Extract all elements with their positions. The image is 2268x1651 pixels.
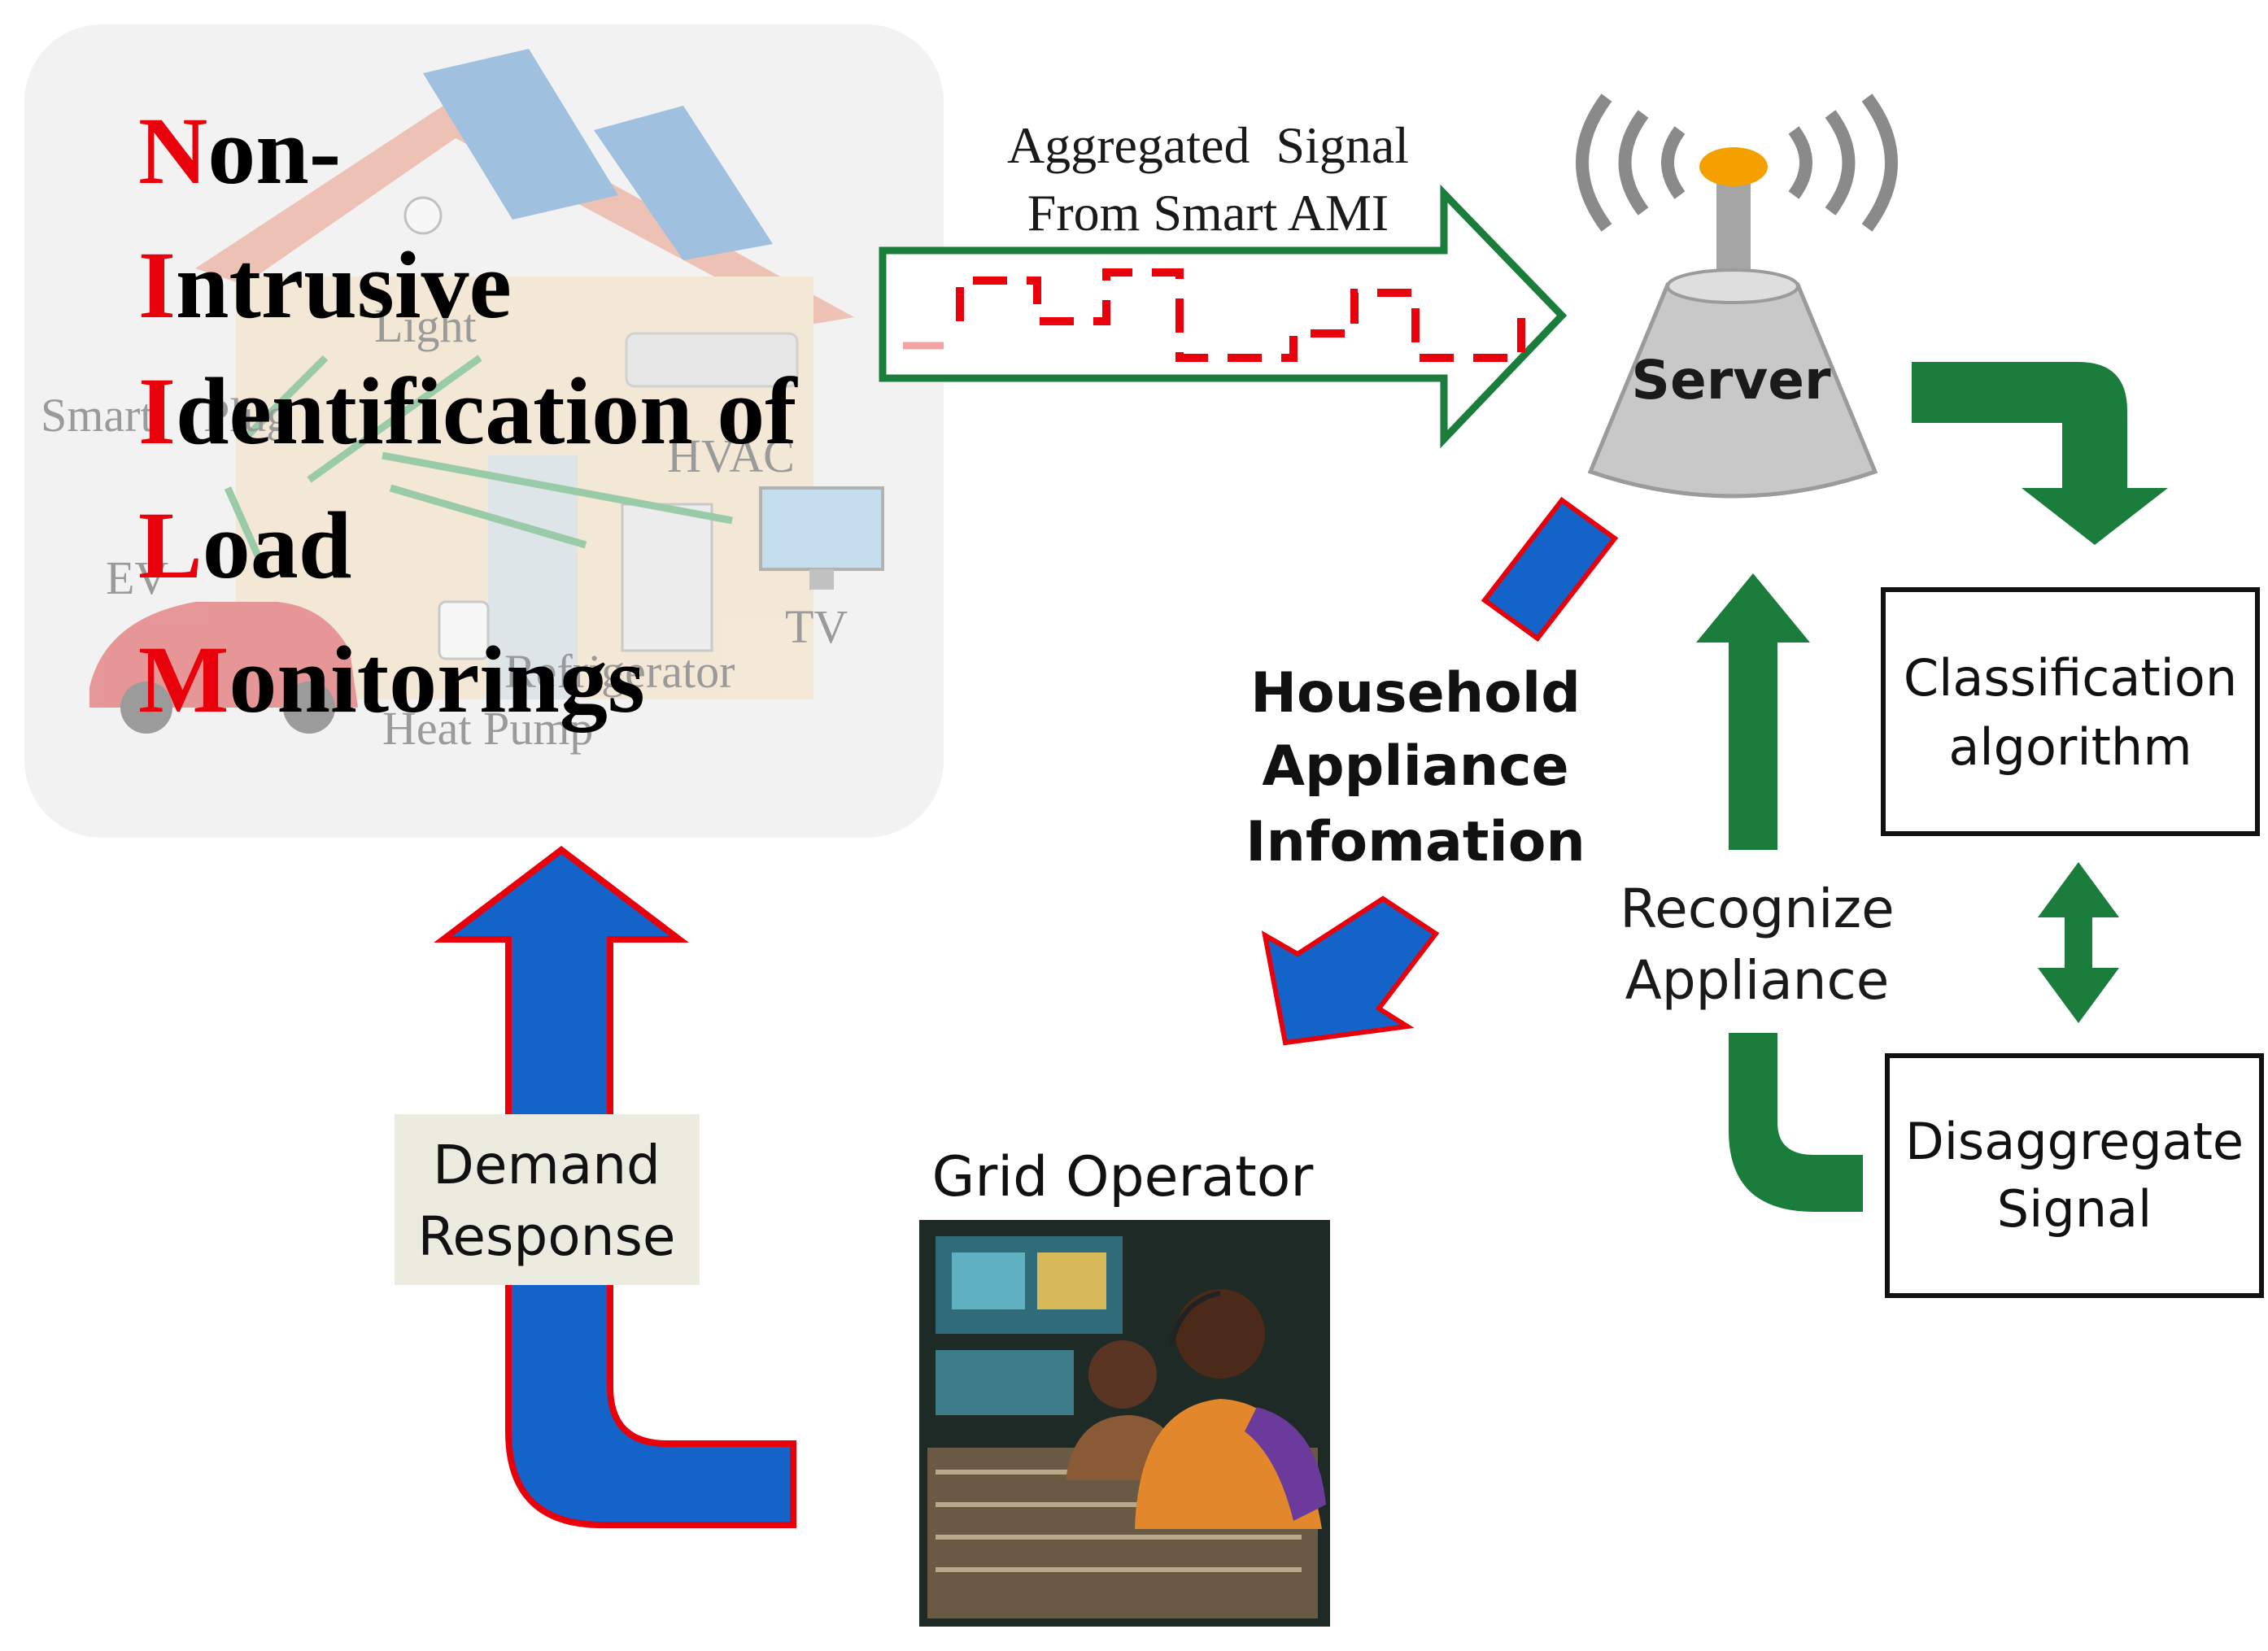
- grid-operator: Grid Operator: [919, 1145, 1330, 1627]
- classification-box: Classification algorithm: [1881, 587, 2260, 836]
- demand-response-line-2: Response: [418, 1205, 676, 1268]
- electric-vehicle-icon: [89, 602, 358, 708]
- title-line-1: Non-: [138, 98, 341, 204]
- appliance-link-arrows: [224, 355, 733, 563]
- refrigerator-icon: [621, 503, 713, 652]
- household-info-arrow-head: [1261, 895, 1440, 1046]
- plug-label: Plug: [203, 389, 290, 442]
- signal-label-line-1: Aggregated Signal: [1007, 116, 1409, 174]
- bidirectional-arrow: [2038, 862, 2119, 1023]
- operator-head-icon: [1088, 1340, 1157, 1409]
- signal-label-line-2: From Smart AMI: [1027, 184, 1389, 242]
- grid-operator-label: Grid Operator: [932, 1145, 1314, 1209]
- disaggregate-return-arrow: [1729, 1033, 1863, 1212]
- aggregated-signal-waveform: [956, 268, 1529, 362]
- demand-response-line-1: Demand: [433, 1134, 661, 1196]
- refrigerator-label: Refrigerator: [504, 645, 735, 698]
- title-line-5: Monitorings: [138, 626, 645, 733]
- household-info-line-2: Appliance: [1262, 734, 1568, 799]
- disaggregate-line-2: Signal: [1997, 1179, 2152, 1239]
- green-process-arrows: [1696, 362, 2168, 1212]
- server-to-classification-arrow: [1912, 362, 2168, 545]
- demand-response-arrow-shape: [434, 845, 796, 1528]
- house-illustration: [89, 49, 884, 734]
- operator-head-icon: [1175, 1289, 1265, 1379]
- tv-label: TV: [785, 600, 848, 653]
- ev-label: EV: [106, 551, 168, 604]
- household-info-arrow: [1261, 496, 1619, 1046]
- server: Server: [1576, 94, 1898, 499]
- disaggregate-box: Disaggregate Signal: [1885, 1053, 2264, 1298]
- nilm-title: Non- Intrusive Identification of Load Mo…: [138, 98, 798, 733]
- household-info-line-1: Household: [1250, 661, 1581, 725]
- smart-label: Smart: [41, 389, 154, 442]
- heat-pump-label: Heat Pump: [382, 702, 593, 755]
- recognize-up-arrow: [1696, 573, 1810, 850]
- tv-icon: [759, 486, 884, 571]
- server-label: Server: [1631, 349, 1831, 412]
- recognize-line-1: Recognize: [1620, 878, 1894, 940]
- recognize-appliance-label: Recognize Appliance: [1620, 878, 1894, 1012]
- title-line-3: Identification of: [138, 358, 798, 464]
- hvac-label: HVAC: [667, 429, 795, 482]
- household-info-label: Household Appliance Infomation: [1245, 661, 1585, 874]
- solar-panel-icon: [594, 106, 773, 260]
- signal-arrow-label: Aggregated Signal From Smart AMI: [1007, 116, 1409, 242]
- house-panel-background: [24, 24, 944, 838]
- house-door: [488, 455, 578, 699]
- wireless-signal-icon: [1576, 94, 1898, 232]
- household-info-line-3: Infomation: [1245, 810, 1585, 874]
- light-bulb-icon: [403, 196, 443, 235]
- title-line-4: Load: [138, 492, 351, 599]
- household-info-arrow-tail: [1481, 496, 1619, 643]
- antenna-tip-icon: [1699, 147, 1768, 186]
- demand-response-arrow: Demand Response: [395, 845, 796, 1528]
- disaggregate-line-1: Disaggregate: [1905, 1112, 2244, 1171]
- hvac-icon: [625, 332, 799, 388]
- grid-operator-illustration: [919, 1220, 1330, 1627]
- aggregated-signal-arrow: Aggregated Signal From Smart AMI: [879, 116, 1568, 449]
- house-panel: Light Smart Plug HVAC EV TV Refrigerator…: [24, 24, 944, 838]
- demand-response-label-box: [395, 1114, 700, 1285]
- signal-arrow-outline: [879, 184, 1568, 449]
- roof-icon: [195, 98, 854, 325]
- monitor-icon: [936, 1350, 1074, 1415]
- classification-line-2: algorithm: [1948, 717, 2192, 777]
- title-line-2: Intrusive: [138, 232, 512, 338]
- recognize-line-2: Appliance: [1625, 949, 1890, 1012]
- outlet-icon: [438, 600, 490, 660]
- house-wall: [236, 277, 813, 699]
- server-icon: [1587, 282, 1878, 499]
- solar-panel-icon: [423, 49, 618, 220]
- classification-line-1: Classification: [1904, 648, 2237, 708]
- house-labels: Light Smart Plug HVAC EV TV Refrigerator…: [41, 299, 848, 755]
- light-label: Light: [374, 299, 477, 352]
